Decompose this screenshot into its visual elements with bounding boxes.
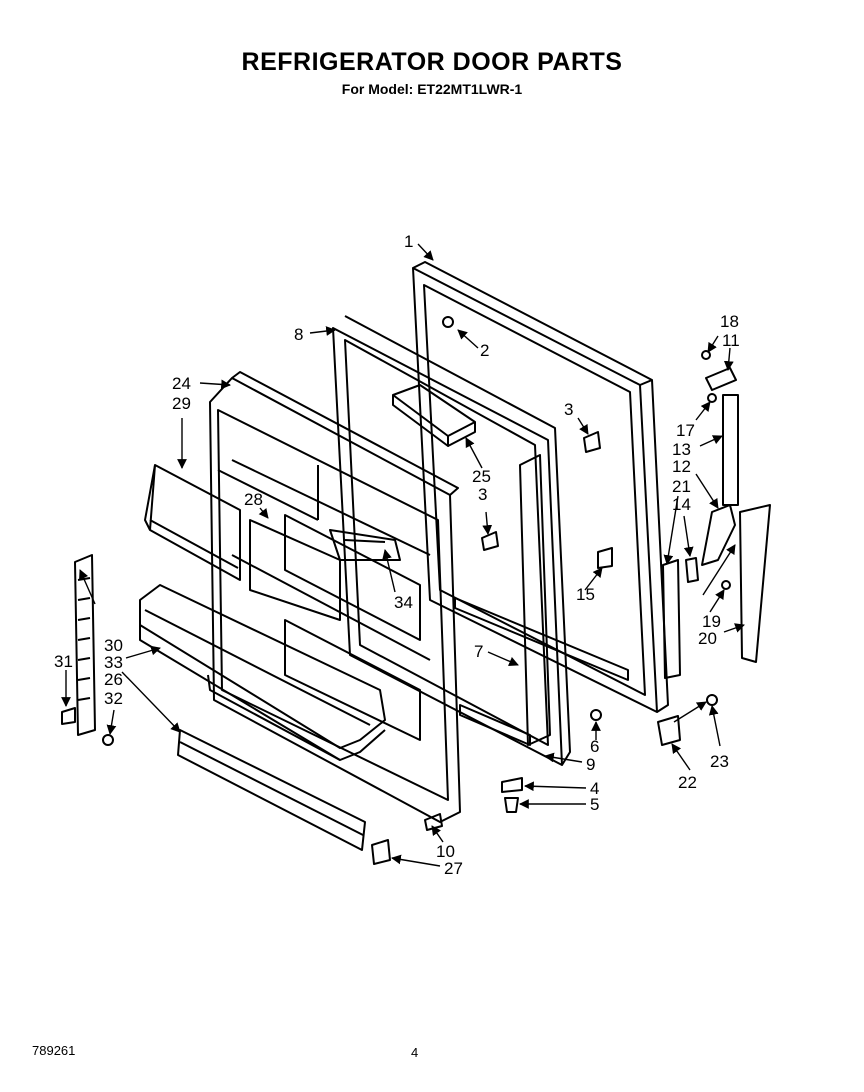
callout-13: 13: [672, 440, 691, 459]
model-subtitle: For Model: ET22MT1LWR-1: [341, 81, 523, 97]
callout-17: 17: [676, 421, 695, 440]
leader-lines: [61, 243, 745, 867]
callout-6: 6: [590, 737, 599, 756]
callout-23: 23: [710, 752, 729, 771]
door-bin: [139, 584, 386, 761]
breaker-strips: [454, 454, 629, 746]
callout-2: 2: [480, 341, 489, 360]
callout-25: 25: [472, 467, 491, 486]
hinge-assembly: [657, 367, 771, 746]
callout-8: 8: [294, 325, 303, 344]
callout-31: 31: [54, 652, 73, 671]
callout-19: 19: [702, 612, 721, 631]
diagram-code: 789261: [32, 1043, 76, 1058]
callout-22: 22: [678, 773, 697, 792]
door-liner: [209, 371, 461, 823]
callout-30: 30: [104, 636, 123, 655]
callout-3b: 3: [478, 485, 487, 504]
foam-block: [392, 384, 476, 447]
page-title: REFRIGERATOR DOOR PARTS: [241, 48, 623, 76]
callout-24: 24: [172, 374, 191, 393]
callout-5: 5: [590, 795, 599, 814]
callout-1: 1: [404, 232, 413, 251]
callout-11: 11: [722, 331, 740, 350]
callout-29: 29: [172, 394, 191, 413]
callout-9: 9: [586, 755, 595, 774]
callout-21: 21: [672, 477, 691, 496]
callout-12: 12: [672, 457, 691, 476]
callout-28: 28: [244, 490, 263, 509]
callout-18: 18: [720, 312, 739, 331]
callout-14: 14: [672, 495, 691, 514]
callout-3a: 3: [564, 400, 573, 419]
callout-33: 33: [104, 653, 123, 672]
callout-10: 10: [436, 842, 455, 861]
callout-4: 4: [590, 779, 599, 798]
shelf-support-strip: [61, 554, 96, 736]
callout-32: 32: [104, 689, 123, 708]
callout-15: 15: [576, 585, 595, 604]
callout-labels: 1 2 3 3 4 5 6 7 8 9 10 11 12 13 14 15 17…: [54, 232, 740, 878]
callout-7: 7: [474, 642, 483, 661]
callout-34: 34: [394, 593, 413, 612]
callout-26: 26: [104, 670, 123, 689]
callout-27: 27: [444, 859, 463, 878]
callout-20: 20: [698, 629, 717, 648]
outer-door-panel: [412, 261, 669, 713]
bottom-trim: [177, 729, 366, 851]
page-number: 4: [411, 1045, 419, 1060]
hardware-screws: [102, 316, 731, 865]
dairy-shelf: [144, 464, 241, 581]
